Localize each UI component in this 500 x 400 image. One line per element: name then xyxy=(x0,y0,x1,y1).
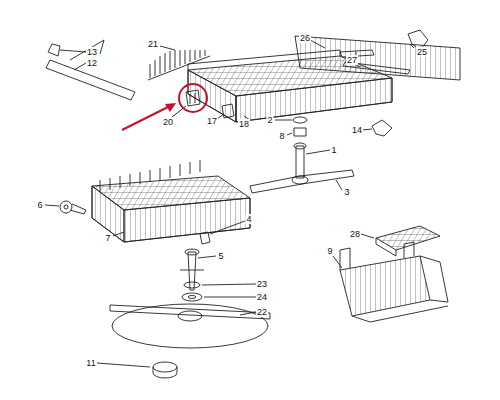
callout-number: 27 xyxy=(346,55,358,65)
callout-number: 3 xyxy=(343,187,350,197)
callout-number: 23 xyxy=(256,279,268,289)
callout-number: 1 xyxy=(330,145,337,155)
highlight-arrowhead xyxy=(165,103,176,112)
callout-number: 18 xyxy=(238,119,250,129)
callout-number: 14 xyxy=(351,125,363,135)
callout-number: 26 xyxy=(299,33,311,43)
callout-number: 4 xyxy=(245,214,252,224)
callout-number: 20 xyxy=(162,117,174,127)
callout-number: 11 xyxy=(85,358,96,368)
callout-number: 13 xyxy=(86,47,98,57)
callout-number: 12 xyxy=(86,58,98,68)
callout-number: 25 xyxy=(416,47,428,57)
callout-number: 5 xyxy=(217,251,224,261)
callout-number: 24 xyxy=(256,292,268,302)
callout-number: 28 xyxy=(349,229,361,239)
callout-number: 22 xyxy=(256,307,268,317)
callout-number: 8 xyxy=(278,131,285,141)
callout-number: 6 xyxy=(36,200,43,210)
callout-number: 17 xyxy=(206,116,218,126)
highlight-circle xyxy=(179,84,207,112)
callout-number: 9 xyxy=(326,246,333,256)
callout-number: 21 xyxy=(147,39,159,49)
callout-number: 2 xyxy=(266,115,273,125)
callout-number: 7 xyxy=(104,233,111,243)
